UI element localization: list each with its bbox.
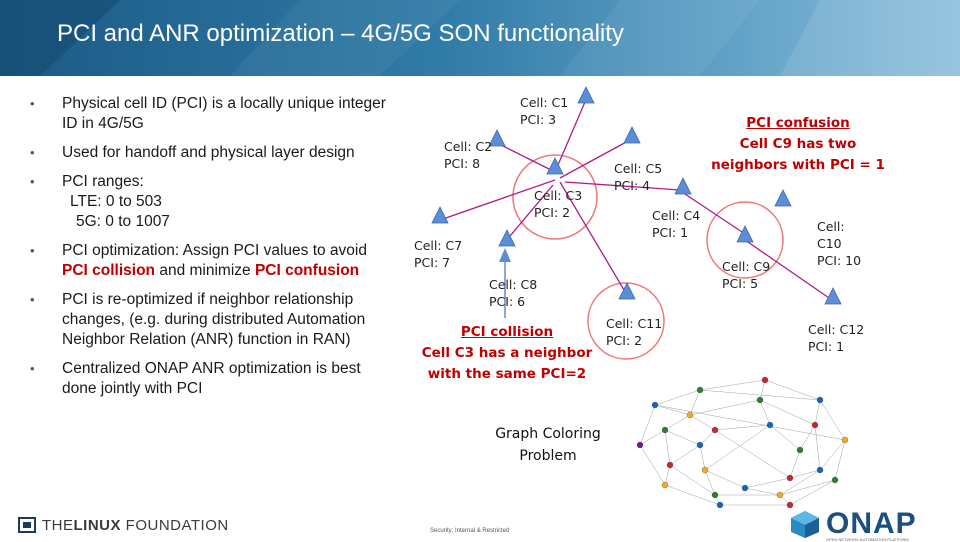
onap-cube-icon	[788, 509, 822, 539]
cell-pci: PCI: 2	[606, 332, 662, 349]
cell-pci: PCI: 1	[808, 338, 864, 355]
c7-tower-icon	[432, 207, 448, 223]
onap-wordmark: ONAP	[826, 510, 917, 538]
cell-name: Cell: C3	[534, 187, 582, 204]
classification-label: Security: Internal & Restricted	[430, 528, 509, 534]
onap-logo: ONAP OPEN NETWORK AUTOMATION PLATFORM	[788, 508, 917, 540]
graph-coloring-image	[637, 377, 848, 508]
cell-name: Cell:	[817, 218, 861, 235]
cell-pci: PCI: 6	[489, 293, 537, 310]
lf-foundation: FOUNDATION	[121, 517, 229, 534]
cell-name: Cell: C12	[808, 321, 864, 338]
cell-name: Cell: C11	[606, 315, 662, 332]
note-heading: PCI confusion	[698, 113, 898, 134]
cell-name: C10	[817, 235, 861, 252]
cell-pci: PCI: 8	[444, 155, 492, 172]
c12-tower-icon	[825, 288, 841, 304]
c9-tower-icon	[737, 226, 753, 242]
c5-tower-icon	[624, 127, 640, 143]
note-line: with the same PCI=2	[412, 364, 602, 385]
c1-tower-icon	[578, 87, 594, 103]
pci-collision-note: PCI collision Cell C3 has a neighbor wit…	[412, 322, 602, 385]
note-line: neighbors with PCI = 1	[698, 155, 898, 176]
c10-tower-icon	[775, 190, 791, 206]
cell-pci: PCI: 3	[520, 111, 568, 128]
cell-pci: PCI: 2	[534, 204, 582, 221]
cell-pci: PCI: 10	[817, 252, 861, 269]
cell-pci: PCI: 7	[414, 254, 462, 271]
pci-confusion-note: PCI confusion Cell C9 has two neighbors …	[698, 113, 898, 176]
cell-pci: PCI: 5	[722, 275, 770, 292]
c4-tower-icon	[675, 178, 691, 194]
cell-pci: PCI: 1	[652, 224, 700, 241]
note-heading: PCI collision	[412, 322, 602, 343]
cell-name: Cell: C1	[520, 94, 568, 111]
cell-name: Cell: C8	[489, 276, 537, 293]
caption-line: Graph Coloring	[478, 423, 618, 445]
cell-name: Cell: C7	[414, 237, 462, 254]
cell-name: Cell: C2	[444, 138, 492, 155]
cell-name: Cell: C5	[614, 160, 662, 177]
cell-name: Cell: C9	[722, 258, 770, 275]
note-line: Cell C3 has a neighbor	[412, 343, 602, 364]
lf-logo-icon	[18, 517, 36, 533]
note-line: Cell C9 has two	[698, 134, 898, 155]
linux-foundation-logo: THELINUX FOUNDATION	[18, 514, 229, 536]
cell-name: Cell: C4	[652, 207, 700, 224]
graph-coloring-caption: Graph Coloring Problem	[478, 423, 618, 467]
caption-line: Problem	[478, 445, 618, 467]
cell-pci: PCI: 4	[614, 177, 662, 194]
lf-the: THE	[42, 517, 74, 534]
lf-linux: LINUX	[74, 517, 122, 534]
